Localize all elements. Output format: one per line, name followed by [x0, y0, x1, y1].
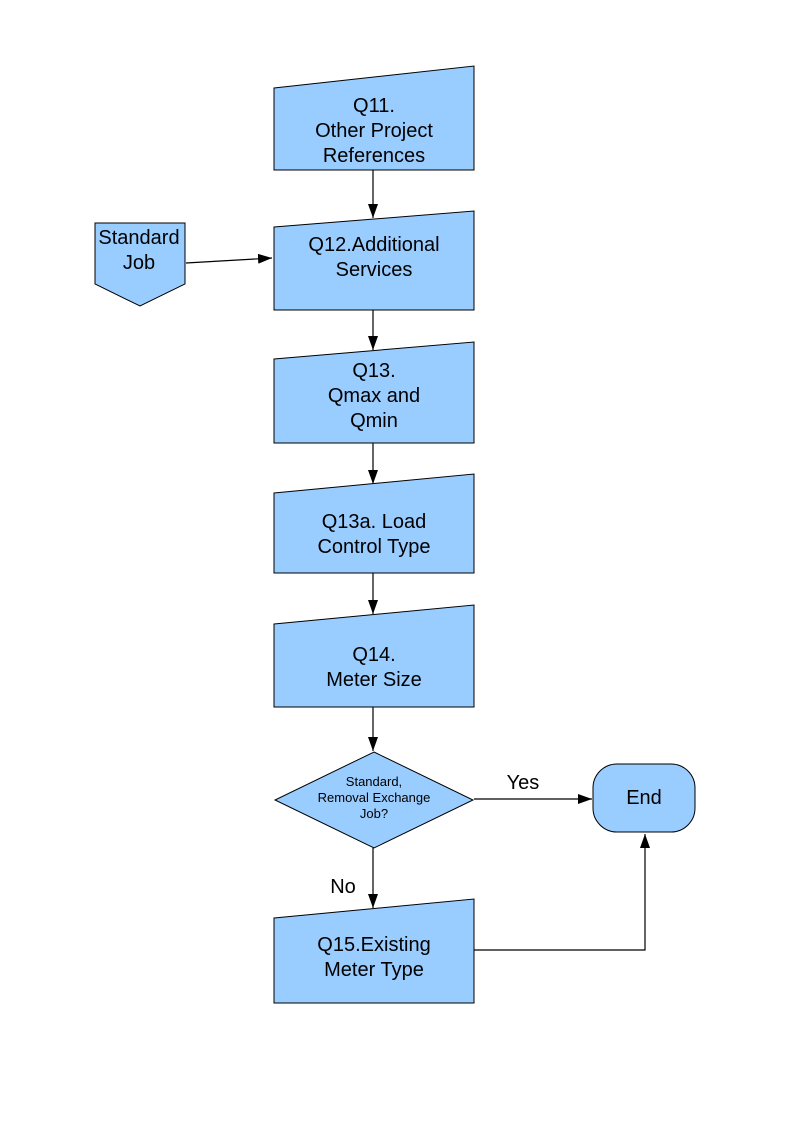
q13-node — [273, 341, 475, 444]
edge-q15-end — [474, 834, 650, 951]
q14-node — [273, 604, 475, 708]
standard-job-node — [94, 222, 186, 307]
q13a-label: Q13a. Load Control Type — [317, 511, 431, 558]
q12-node — [273, 210, 475, 311]
edge-standardjob-q12 — [185, 253, 273, 264]
q13-label: Q13. Qmax and Qmin — [327, 359, 421, 432]
q14-label: Q14. Meter Size — [326, 644, 422, 691]
decision-label: Standard, Removal Exchange Job? — [317, 774, 431, 821]
q13a-node — [273, 473, 475, 574]
no-edge-label: No — [330, 876, 356, 898]
standard-job-label: Standard Job — [98, 227, 180, 274]
decision-diamond — [273, 751, 475, 849]
q11-node — [273, 65, 475, 171]
end-terminator — [592, 763, 696, 833]
end-label: End — [626, 786, 662, 809]
q15-node — [273, 898, 475, 1004]
q12-label: Q12.Additional Services — [308, 234, 440, 281]
q15-label: Q15.Existing Meter Type — [317, 934, 431, 981]
q11-label: Q11. Other Project References — [315, 94, 433, 167]
yes-edge-label: Yes — [506, 771, 540, 794]
